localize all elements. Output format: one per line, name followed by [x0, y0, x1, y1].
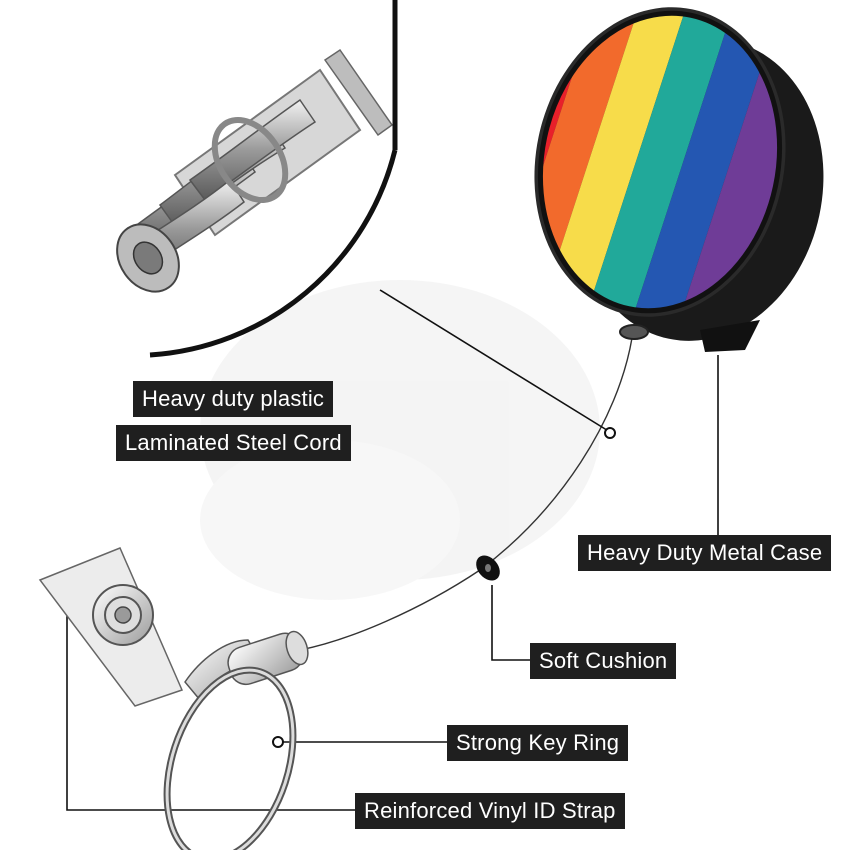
clasp [184, 630, 309, 702]
key-ring [163, 666, 297, 850]
label-heavy-duty-plastic: Heavy duty plastic [133, 381, 334, 417]
label-key-ring: Strong Key Ring [447, 725, 629, 761]
label-id-strap: Reinforced Vinyl ID Strap [355, 793, 625, 829]
vinyl-id-strap [38, 547, 184, 707]
plastic-backdrop [200, 280, 600, 600]
soft-cushion-bead [476, 555, 500, 581]
label-laminated-steel-cord: Laminated Steel Cord [116, 425, 351, 461]
label-metal-case: Heavy Duty Metal Case [578, 535, 832, 571]
label-soft-cushion: Soft Cushion [530, 643, 677, 679]
